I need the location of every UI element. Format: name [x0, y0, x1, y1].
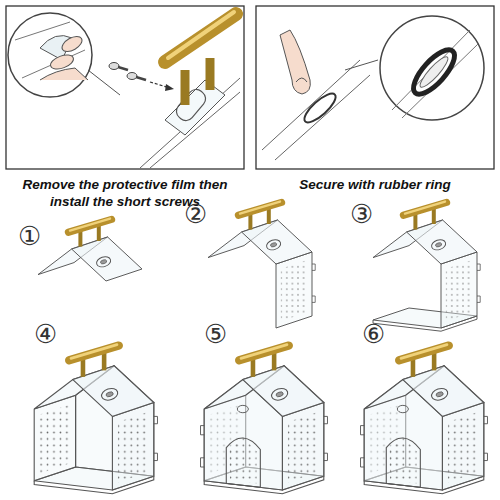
- step-1-figure: [38, 219, 142, 281]
- step-number: ④: [34, 320, 57, 348]
- left-panel: [6, 6, 244, 169]
- step-4-figure: [34, 345, 157, 494]
- step-2-figure: [208, 202, 315, 328]
- step-number: ⑤: [204, 320, 227, 348]
- step-5-figure: [201, 345, 328, 494]
- peel-film-inset: [8, 13, 120, 97]
- instruction-caption: Secure with rubber ring: [260, 176, 490, 193]
- instruction-caption: Remove the protective film then install …: [5, 176, 245, 210]
- step-6-figure: [361, 345, 488, 494]
- step-number: ①: [18, 222, 41, 250]
- handle-detail: [140, 12, 240, 168]
- step-number: ③: [350, 200, 373, 228]
- step-3-figure: [373, 202, 480, 332]
- step-number: ⑥: [362, 320, 385, 348]
- rubber-ring-detail: [262, 16, 484, 160]
- step-number: ②: [184, 200, 207, 228]
- right-panel: [256, 6, 494, 169]
